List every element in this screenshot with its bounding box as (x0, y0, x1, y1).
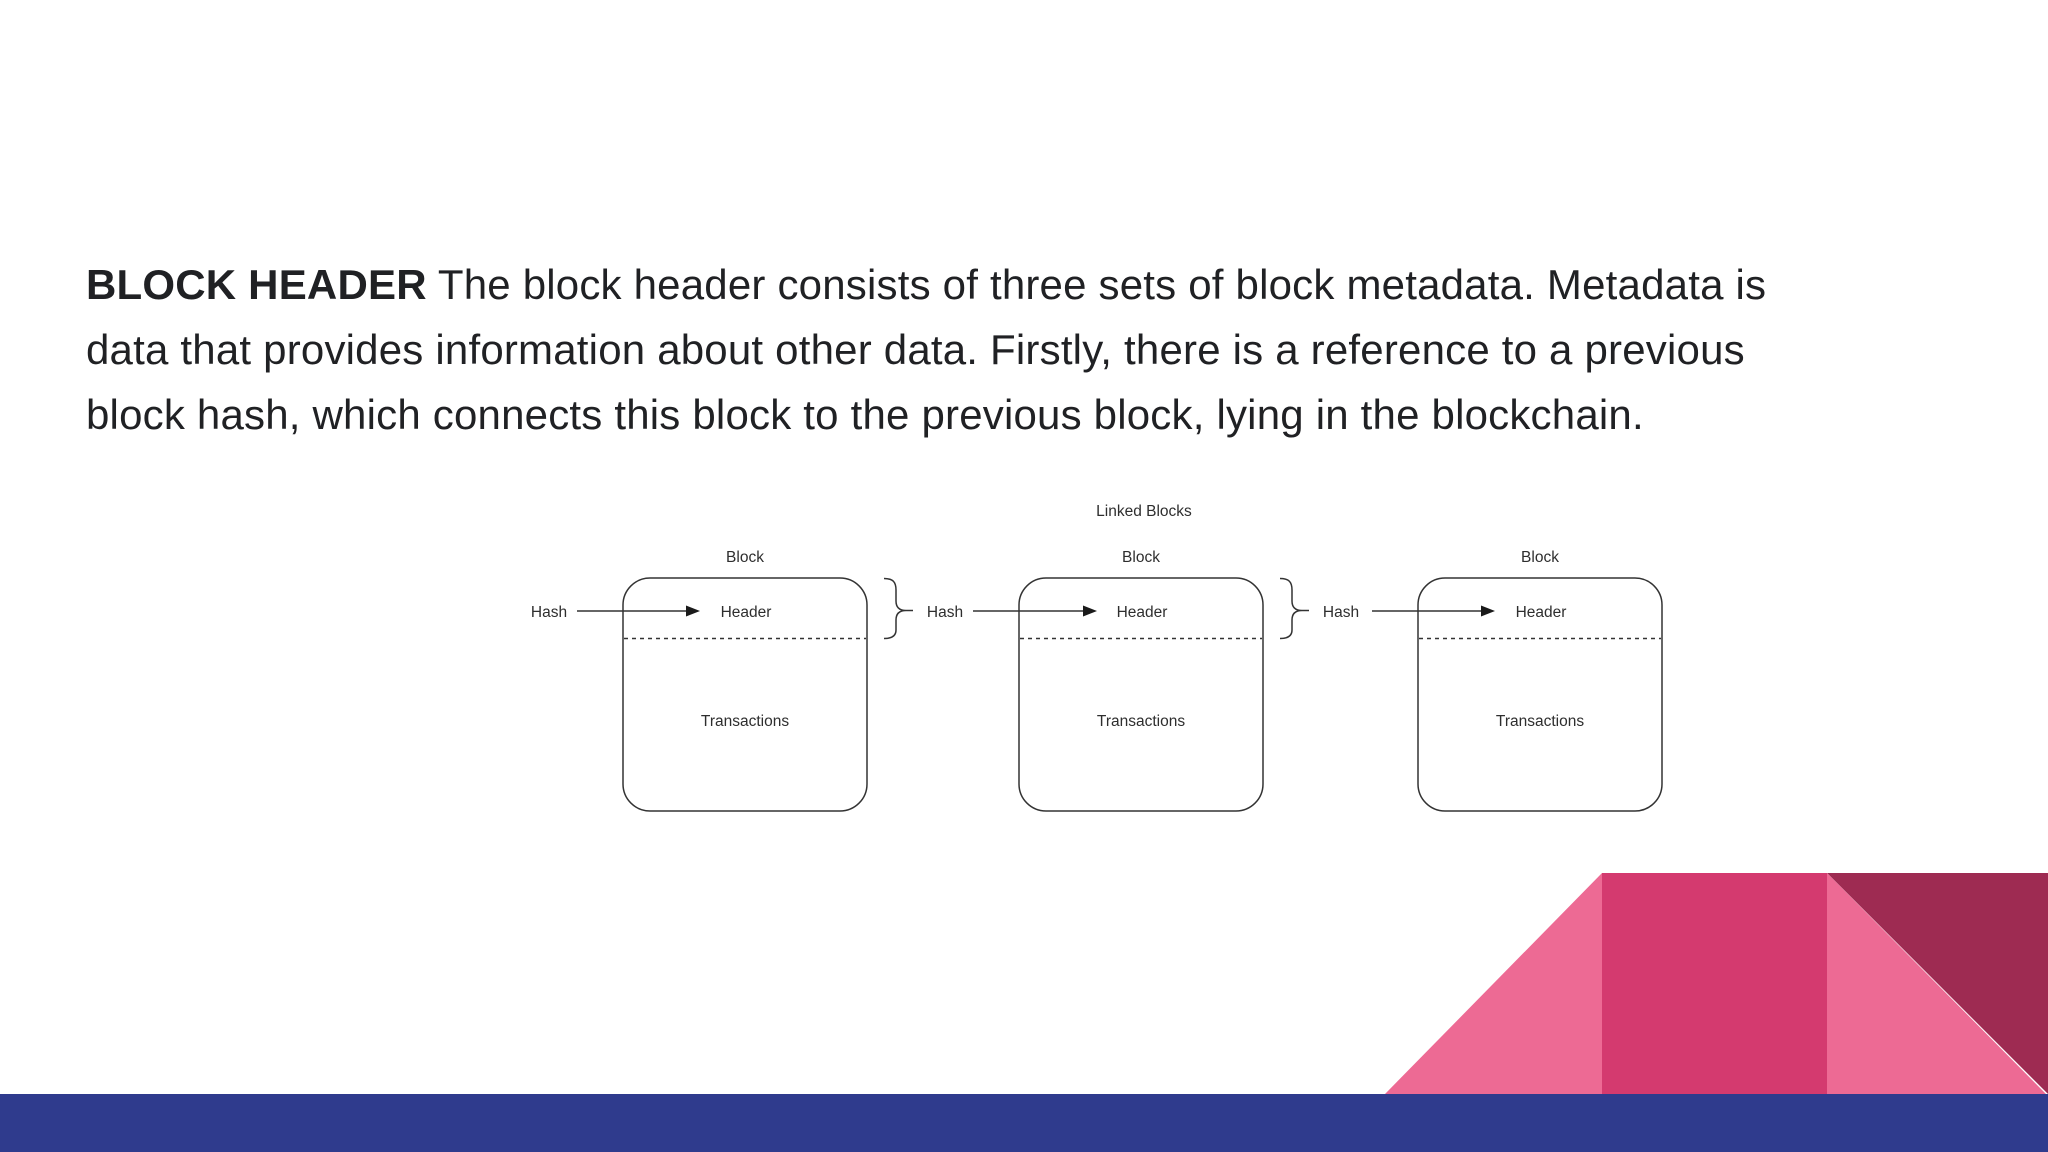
footer-bar (0, 1094, 2048, 1152)
header-label: Header (1117, 604, 1168, 621)
block-label: Block (1122, 549, 1160, 566)
hash-label: Hash (927, 604, 963, 621)
hash-brace-1 (883, 577, 913, 640)
transactions-label: Transactions (1097, 713, 1185, 730)
block-rect (1417, 577, 1663, 812)
block-group-2: Block Header Transactions Hash (927, 549, 1264, 812)
hash-arrow-head (686, 605, 700, 617)
transactions-label: Transactions (701, 713, 789, 730)
header-label: Header (1516, 604, 1567, 621)
block-header-paragraph: BLOCK HEADER The block header consists o… (86, 252, 2006, 447)
hash-brace-2 (1279, 577, 1309, 640)
block-group-1: Block Header Transactions Hash (531, 549, 868, 812)
hash-arrow-head (1481, 605, 1495, 617)
block-label: Block (726, 549, 764, 566)
maroon-triangle (1827, 873, 2048, 1094)
block-label: Block (1521, 549, 1559, 566)
diagram-title: Linked Blocks (1096, 503, 1192, 520)
transactions-label: Transactions (1496, 713, 1584, 730)
paragraph-line-1: BLOCK HEADER The block header consists o… (86, 252, 2006, 317)
hash-label: Hash (531, 604, 567, 621)
block-group-3: Block Header Transactions Hash (1323, 549, 1663, 812)
paragraph-lead-bold: BLOCK HEADER (86, 261, 427, 308)
paragraph-line-3: block hash, which connects this block to… (86, 391, 1644, 438)
pink-triangle-right (1827, 873, 2046, 1094)
header-label: Header (721, 604, 772, 621)
block-rect (622, 577, 868, 812)
pink-triangle-left (1385, 873, 1602, 1094)
hash-arrow-head (1083, 605, 1097, 617)
paragraph-line-2: data that provides information about oth… (86, 326, 1745, 373)
block-rect (1018, 577, 1264, 812)
hash-label: Hash (1323, 604, 1359, 621)
magenta-band (1602, 873, 1827, 1094)
paragraph-line-1-rest: The block header consists of three sets … (426, 261, 1767, 308)
